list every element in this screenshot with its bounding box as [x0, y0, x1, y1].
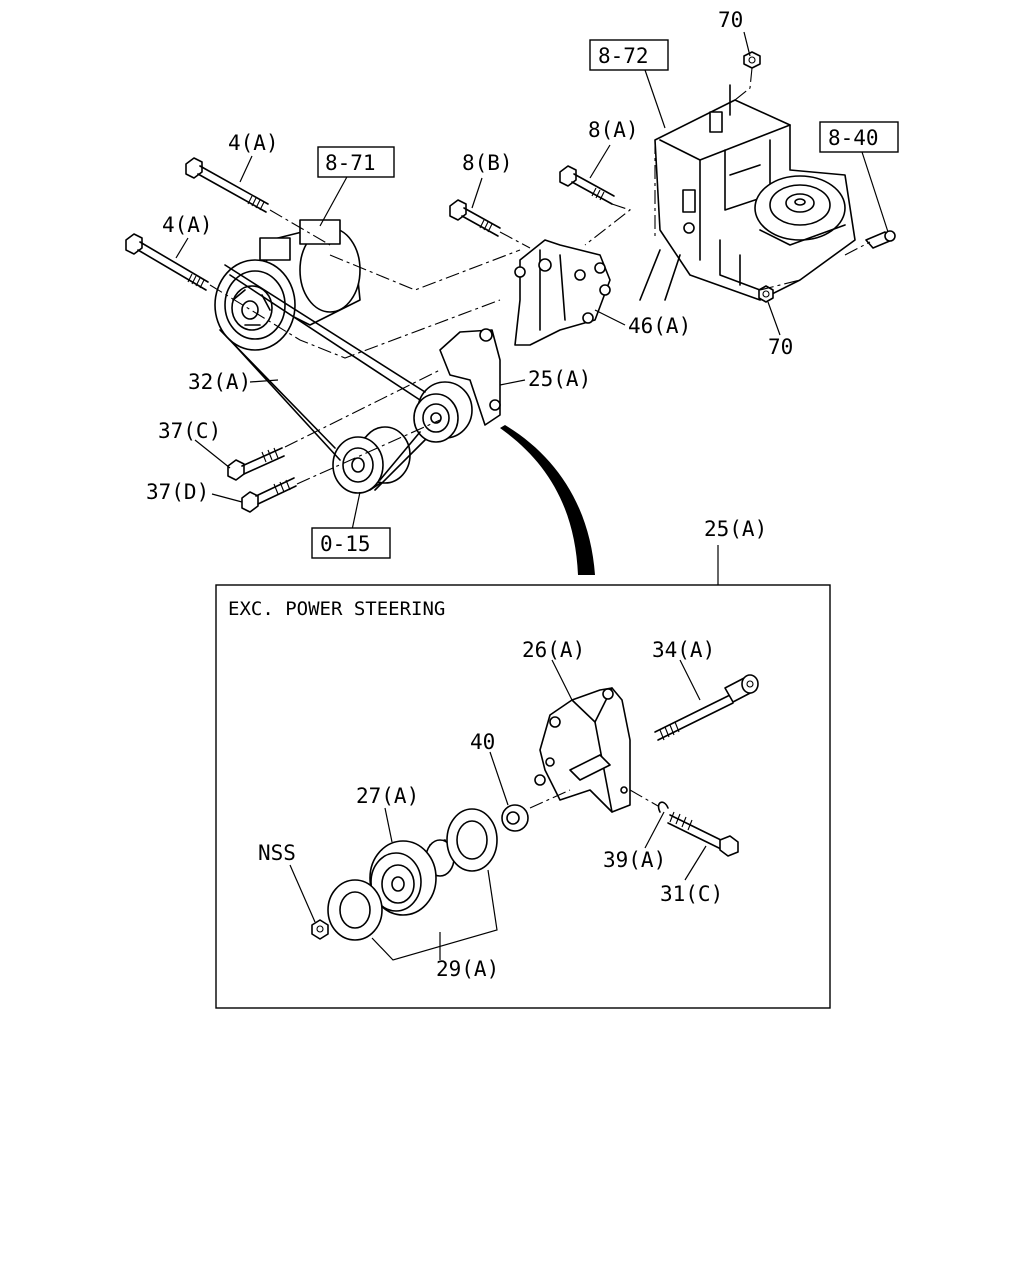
upper-leaders: [175, 31, 889, 531]
detail-leaders: [289, 659, 707, 961]
callout-box-8-72: [589, 39, 669, 71]
callout-box-0-15: [311, 527, 391, 559]
bracket-46a: [514, 239, 611, 346]
label-27a: 27(A): [356, 784, 419, 808]
nut-nss: [311, 919, 329, 940]
bolt-37c: [227, 447, 285, 481]
drive-belt: [219, 264, 426, 491]
label-nss: NSS: [258, 841, 296, 865]
bolt-8a: [559, 165, 615, 205]
label-46a: 46(A): [628, 314, 691, 338]
callout-box-8-40: [819, 121, 899, 153]
label-8-71: 8-71: [325, 151, 376, 175]
detail-assembly-lines: [529, 789, 659, 809]
washer-39a: [657, 801, 669, 813]
label-26a: 26(A): [522, 638, 585, 662]
label-32a: 32(A): [188, 370, 251, 394]
bolt-4a-mid: [125, 233, 209, 291]
label-31c: 31(C): [660, 882, 723, 906]
label-70-top: 70: [718, 8, 743, 32]
detail-arrow: [500, 425, 595, 575]
label-40: 40: [470, 730, 495, 754]
label-8b: 8(B): [462, 151, 513, 175]
label-70-bottom: 70: [768, 335, 793, 359]
lower-pulley: [332, 426, 411, 494]
compressor: [214, 219, 361, 351]
label-4a-mid: 4(A): [162, 213, 213, 237]
label-39a: 39(A): [603, 848, 666, 872]
spacer-40: [501, 804, 529, 832]
dust-plate-upper: [446, 808, 498, 872]
blower-unit: [639, 84, 856, 301]
bolt-31c: [667, 811, 739, 857]
label-8-72: 8-72: [598, 44, 649, 68]
label-37d: 37(D): [146, 480, 209, 504]
label-8a: 8(A): [588, 118, 639, 142]
label-29a: 29(A): [436, 957, 499, 981]
pulley-27a: [369, 839, 456, 916]
label-37c: 37(C): [158, 419, 221, 443]
bracket-26a: [534, 687, 631, 813]
label-8-40: 8-40: [828, 126, 879, 150]
label-34a: 34(A): [652, 638, 715, 662]
nut-70-top: [743, 51, 761, 69]
screw-right: [865, 230, 896, 249]
detail-title: EXC. POWER STEERING: [228, 598, 445, 620]
assembly-lines: [209, 67, 871, 485]
dust-plate-lower: [327, 879, 383, 941]
bolt-8b: [449, 199, 501, 237]
label-25a-top: 25(A): [528, 367, 591, 391]
bolt-4a-top: [185, 157, 269, 213]
idler-bracket-25a: [413, 328, 501, 443]
label-0-15: 0-15: [320, 532, 371, 556]
callout-box-8-71: [317, 146, 395, 178]
label-25a-detail: 25(A): [704, 517, 767, 541]
bolt-37d: [241, 477, 297, 513]
nut-70-bottom: [758, 285, 774, 303]
bolt-34a: [654, 674, 759, 741]
detail-box: [215, 584, 831, 1009]
label-4a-top: 4(A): [228, 131, 279, 155]
